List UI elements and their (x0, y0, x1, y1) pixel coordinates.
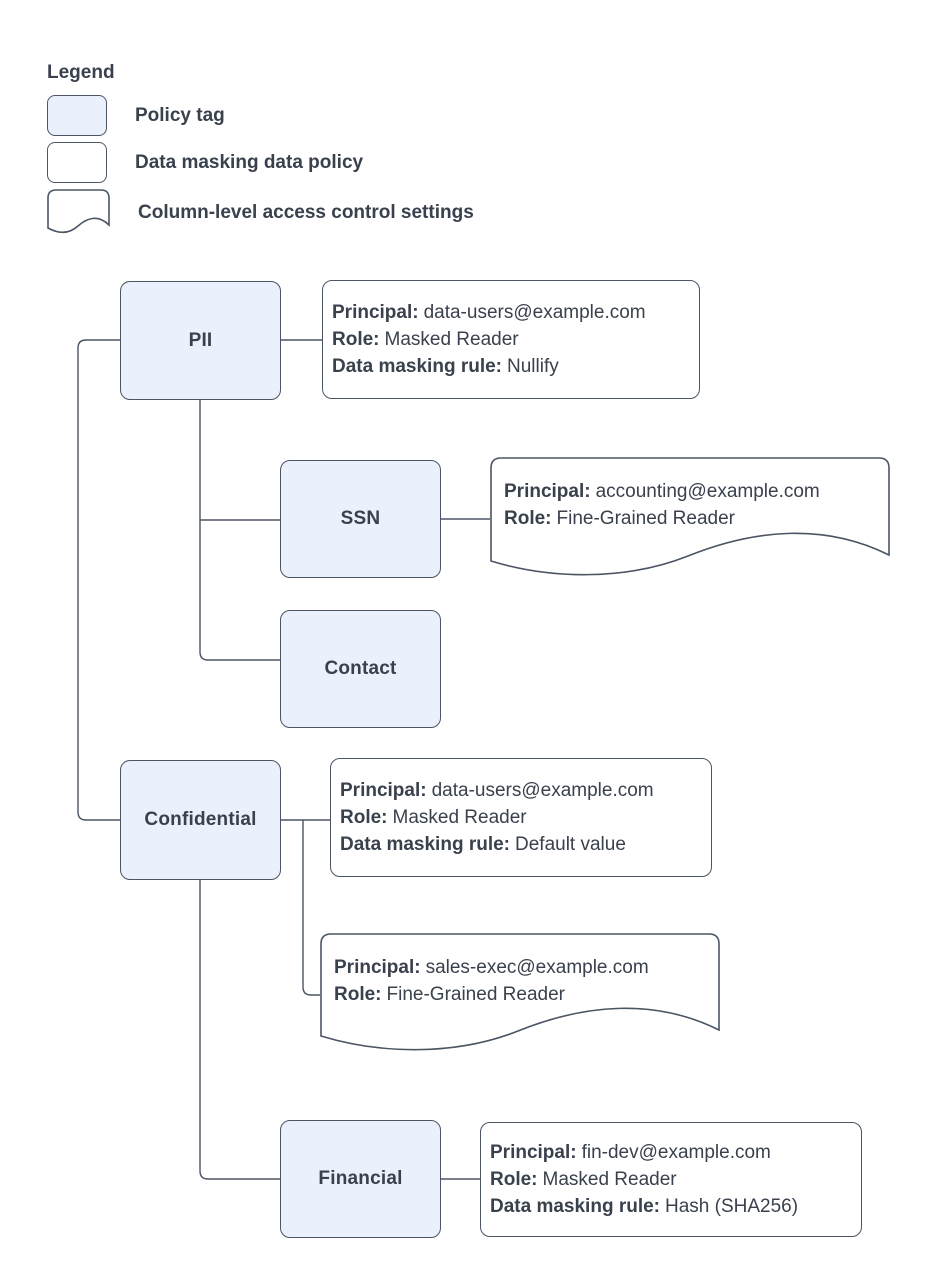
policy-role-line: Role:Masked Reader (490, 1169, 677, 1190)
policy-masking-rule-line: Data masking rule:Default value (340, 834, 626, 855)
legend-item-label: Policy tag (135, 104, 225, 126)
document-shape (320, 933, 720, 1051)
access-control-swatch (47, 189, 110, 234)
access-control-card-confidential: Principal:sales-exec@example.com Role:Fi… (320, 933, 720, 1054)
policy-principal-line: Principal:fin-dev@example.com (490, 1142, 771, 1163)
policy-tag-label: PII (188, 329, 213, 351)
edge-pii-to-contact (199, 400, 280, 661)
edge-confidential-to-access-card (302, 820, 320, 996)
policy-masking-rule-line: Data masking rule:Nullify (332, 356, 559, 377)
policy-tag-confidential: Confidential (120, 760, 281, 880)
legend-item-data-masking-policy: Data masking data policy (47, 142, 474, 183)
access-control-card-ssn: Principal:accounting@example.com Role:Fi… (490, 457, 890, 579)
policy-role-line: Role:Fine-Grained Reader (504, 508, 735, 529)
data-policy-card-pii: Principal:data-users@example.com Role:Ma… (322, 280, 700, 399)
policy-tag-label: Confidential (144, 809, 257, 830)
document-shape (490, 457, 890, 576)
policy-tag-pii: PII (120, 281, 281, 400)
legend-title: Legend (47, 62, 115, 83)
policy-principal-line: Principal:accounting@example.com (504, 481, 820, 502)
legend-item-label: Data masking data policy (135, 151, 364, 173)
policy-role-line: Role:Masked Reader (332, 329, 519, 350)
legend-item-access-control: Column-level access control settings (47, 189, 474, 236)
data-masking-policy-swatch (47, 142, 107, 183)
data-policy-card-confidential: Principal:data-users@example.com Role:Ma… (330, 758, 712, 877)
policy-principal-line: Principal:data-users@example.com (340, 780, 654, 801)
policy-masking-rule-line: Data masking rule:Hash (SHA256) (490, 1196, 799, 1217)
access-control-text: Principal:accounting@example.com Role:Fi… (490, 457, 890, 532)
edge-pii-to-confidential (77, 339, 120, 821)
access-control-text: Principal:sales-exec@example.com Role:Fi… (320, 933, 720, 1008)
data-policy-card-financial: Principal:fin-dev@example.com Role:Maske… (480, 1122, 862, 1237)
policy-tag-contact: Contact (280, 610, 441, 728)
policy-principal-line: Principal:sales-exec@example.com (334, 957, 649, 978)
policy-tag-ssn: SSN (280, 460, 441, 578)
legend-item-policy-tag: Policy tag (47, 95, 474, 136)
policy-principal-line: Principal:data-users@example.com (332, 302, 646, 323)
legend-item-label: Column-level access control settings (138, 201, 474, 223)
policy-tag-financial: Financial (280, 1120, 441, 1238)
policy-tag-swatch (47, 95, 107, 136)
legend: Legend Policy tag Data masking data poli… (47, 62, 474, 236)
edge-confidential-to-financial (199, 880, 280, 1180)
policy-role-line: Role:Fine-Grained Reader (334, 984, 565, 1005)
policy-tag-label: SSN (340, 508, 381, 529)
policy-role-line: Role:Masked Reader (340, 807, 527, 828)
policy-tag-label: Contact (324, 658, 397, 679)
policy-tag-label: Financial (318, 1168, 403, 1189)
